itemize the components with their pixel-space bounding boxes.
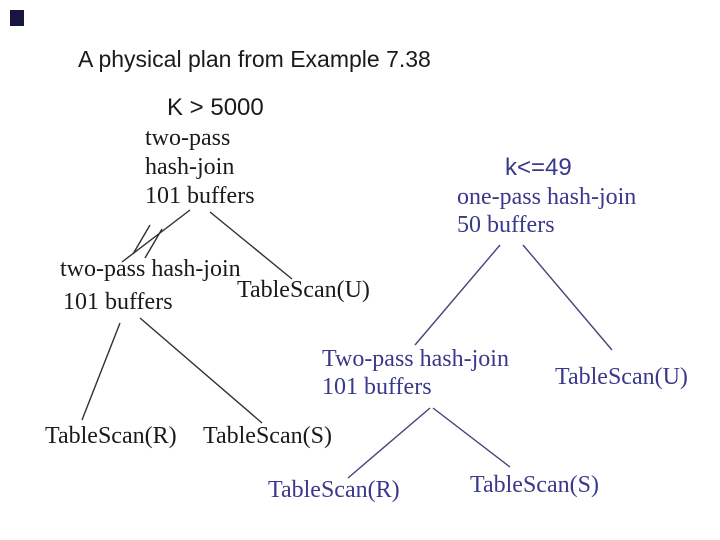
black-left-join-operator: two-pass hash-join xyxy=(60,256,241,282)
black-tablescan-r: TableScan(R) xyxy=(45,423,177,449)
blue-root-operator: one-pass hash-join xyxy=(457,184,637,210)
edge-black-join-to-tablescan-s xyxy=(139,317,263,424)
black-tablescan-s: TableScan(S) xyxy=(203,423,332,449)
black-tablescan-u: TableScan(U) xyxy=(237,277,370,303)
blue-tablescan-u: TableScan(U) xyxy=(555,364,688,390)
black-plan-selection-condition: K > 5000 xyxy=(167,94,264,121)
edge-blue-root-to-twopass-join xyxy=(414,244,501,346)
edge-black-root-to-left-join xyxy=(121,209,191,263)
blue-join-buffers: 101 buffers xyxy=(322,374,432,400)
black-left-join-buffers: 101 buffers xyxy=(63,289,173,315)
blue-tablescan-s: TableScan(S) xyxy=(470,472,599,498)
edge-blue-root-to-tablescan-u xyxy=(522,244,613,351)
edge-blue-join-to-tablescan-r xyxy=(347,407,431,479)
blue-join-operator: Two-pass hash-join xyxy=(322,346,509,372)
edge-black-join-to-tablescan-r xyxy=(81,322,121,421)
double-slash-mark-2 xyxy=(144,228,163,259)
black-root-line-2: hash-join xyxy=(145,154,235,180)
blue-root-buffers: 50 buffers xyxy=(457,212,555,238)
black-root-line-1: two-pass xyxy=(145,125,231,151)
blue-tablescan-r: TableScan(R) xyxy=(268,477,400,503)
black-plan-root-operator: two-pass hash-join 101 buffers xyxy=(145,124,255,211)
black-root-line-3: 101 buffers xyxy=(145,183,255,209)
slide-corner-decoration xyxy=(10,10,24,26)
edge-blue-join-to-tablescan-s xyxy=(432,407,511,468)
slide-title: A physical plan from Example 7.38 xyxy=(78,46,431,72)
blue-plan-selection-condition: k<=49 xyxy=(505,154,572,181)
double-slash-mark-1 xyxy=(132,224,151,255)
